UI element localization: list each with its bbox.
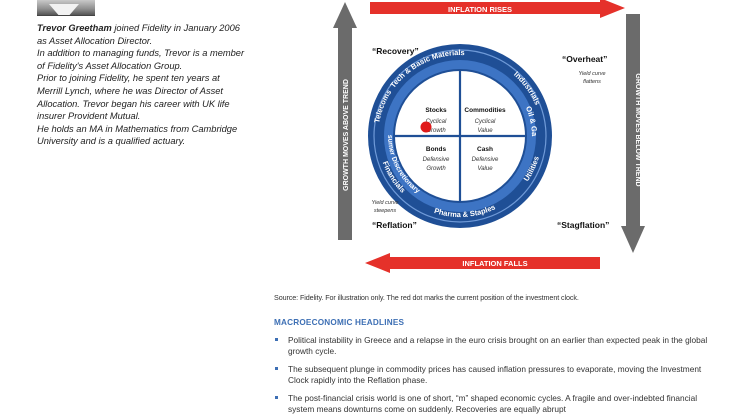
growth-above-trend-arrow: GROWTH MOVES ABOVE TREND xyxy=(333,2,357,240)
list-item: The subsequent plunge in commodity price… xyxy=(274,364,714,386)
phase-stagflation: “Stagflation” xyxy=(557,220,609,230)
bullet-icon xyxy=(275,338,278,341)
commodities-label: Commodities xyxy=(464,107,506,114)
author-bio: Trevor Greetham joined Fidelity in Janua… xyxy=(37,22,247,148)
phase-recovery: “Recovery” xyxy=(372,46,419,56)
list-item: The post-financial crisis world is one o… xyxy=(274,393,714,415)
current-position-dot xyxy=(420,121,432,133)
commodities-sub1: Cyclical xyxy=(475,119,496,125)
bonds-sub2: Growth xyxy=(426,166,446,172)
inflation-rises-label: INFLATION RISES xyxy=(448,5,512,14)
author-photo xyxy=(37,0,95,16)
inflation-falls-arrow: INFLATION FALLS xyxy=(365,253,600,273)
bullet-text: Political instability in Greece and a re… xyxy=(288,335,708,356)
inflation-rises-arrow: INFLATION RISES xyxy=(370,0,625,18)
growth-above-trend-label: GROWTH MOVES ABOVE TREND xyxy=(343,79,350,191)
cash-label: Cash xyxy=(477,146,493,153)
bonds-label: Bonds xyxy=(426,146,447,153)
bullet-text: The post-financial crisis world is one o… xyxy=(288,393,698,414)
bullet-icon xyxy=(275,367,278,370)
author-name: Trevor Greetham xyxy=(37,23,112,33)
investment-clock: INFLATION RISES INFLATION FALLS GROWTH M… xyxy=(327,0,660,282)
bullet-text: The subsequent plunge in commodity price… xyxy=(288,364,702,385)
growth-below-trend-arrow: GROWTH MOVES BELOW TREND xyxy=(621,14,645,253)
macro-headlines-list: Political instability in Greece and a re… xyxy=(274,335,714,419)
bullet-icon xyxy=(275,396,278,399)
yield-flattens-2: flattens xyxy=(583,79,601,85)
yield-steepens-2: steepens xyxy=(374,208,397,214)
bio-paragraph-1: Trevor Greetham joined Fidelity in Janua… xyxy=(37,22,247,47)
phase-reflation: “Reflation” xyxy=(372,220,417,230)
yield-flattens-1: Yield curve xyxy=(578,71,605,77)
growth-below-trend-label: GROWTH MOVES BELOW TREND xyxy=(634,73,641,186)
commodities-sub2: Value xyxy=(477,128,493,134)
bio-paragraph-3: Prior to joining Fidelity, he spent ten … xyxy=(37,73,230,122)
stocks-sub1: Cyclical xyxy=(426,119,447,125)
bio-paragraph-2: In addition to managing funds, Trevor is… xyxy=(37,48,245,71)
cash-sub1: Defensive xyxy=(472,157,499,163)
stocks-label: Stocks xyxy=(425,107,447,114)
cash-sub2: Value xyxy=(477,166,493,172)
list-item: Political instability in Greece and a re… xyxy=(274,335,714,357)
bio-text-1: joined Fidelity in January 2006 as Asset… xyxy=(37,23,240,46)
source-note: Source: Fidelity. For illustration only.… xyxy=(274,293,579,302)
phase-overheat: “Overheat” xyxy=(562,54,607,64)
bio-paragraph-4: He holds an MA in Mathematics from Cambr… xyxy=(37,123,238,147)
investment-clock-svg: INFLATION RISES INFLATION FALLS GROWTH M… xyxy=(327,0,645,273)
ring-divider-outer xyxy=(373,49,547,223)
macro-headlines-title: MACROECONOMIC HEADLINES xyxy=(274,318,405,327)
inflation-falls-label: INFLATION FALLS xyxy=(462,259,527,268)
bonds-sub1: Defensive xyxy=(423,157,450,163)
yield-steepens-1: Yield curve xyxy=(371,200,398,206)
stocks-sub2: Growth xyxy=(426,128,446,134)
